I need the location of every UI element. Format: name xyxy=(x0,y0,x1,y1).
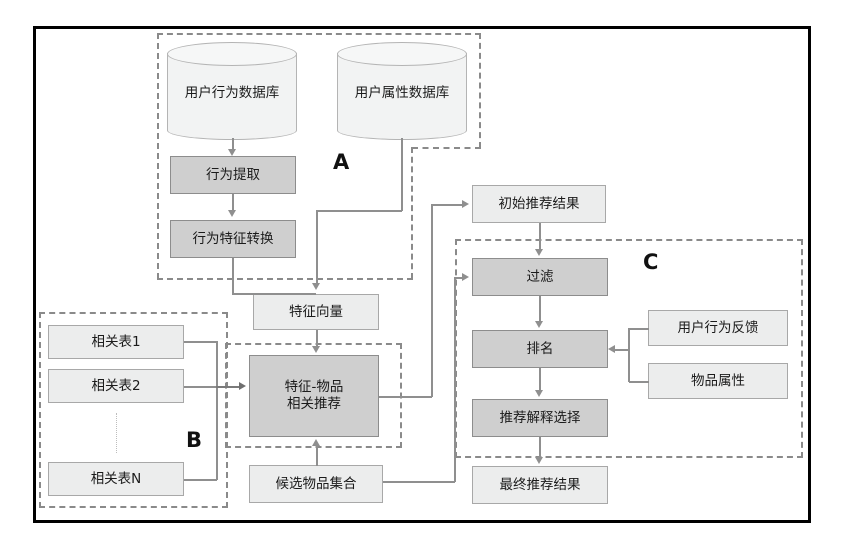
group-a-border-top xyxy=(157,33,481,35)
edge-transform-to-featurevector xyxy=(232,293,316,295)
group-a-border-right-lower xyxy=(411,147,413,279)
group-c-label: C xyxy=(643,250,659,274)
edge-candidate-up-to-filter xyxy=(454,277,456,482)
node-final-recommend-result[interactable]: 最终推荐结果 xyxy=(472,466,608,504)
group-a-border-left xyxy=(157,33,159,279)
arrow-head xyxy=(312,346,320,353)
edge-filter-to-ranking xyxy=(539,296,541,322)
edge-tables-merge-bus xyxy=(216,341,218,480)
arrow-head xyxy=(228,210,236,217)
node-label: 相关表1 xyxy=(91,333,141,350)
node-label: 候选物品集合 xyxy=(275,475,357,492)
node-label: 推荐解释选择 xyxy=(499,409,581,426)
edge-table1-right xyxy=(184,341,217,343)
node-relation-table-n[interactable]: 相关表N xyxy=(48,462,184,496)
group-a-border-bottom xyxy=(157,278,413,280)
node-initial-recommend-result[interactable]: 初始推荐结果 xyxy=(472,185,606,223)
node-relation-table-1[interactable]: 相关表1 xyxy=(48,325,184,359)
edge-extraction-to-transform xyxy=(232,194,234,211)
node-label: 相关表N xyxy=(90,470,142,487)
arrow-head xyxy=(535,390,543,397)
edge-featurevector-to-recommend xyxy=(316,330,318,347)
arrow-head xyxy=(608,345,615,353)
user-attribute-db-label: 用户属性数据库 xyxy=(354,85,450,101)
group-a-border-notch xyxy=(412,147,481,149)
node-label: 行为提取 xyxy=(206,166,260,183)
edge-candidate-right xyxy=(383,481,455,483)
edge-initial-to-filter xyxy=(539,223,541,249)
edge-to-initial-result xyxy=(431,204,463,206)
group-c-region xyxy=(455,239,803,458)
node-behavior-feature-transform[interactable]: 行为特征转换 xyxy=(170,220,296,258)
edge-ranking-to-explanation xyxy=(539,368,541,391)
edge-tablen-right xyxy=(184,479,217,481)
node-label-line1: 特征-物品 xyxy=(284,379,344,396)
node-label: 用户行为反馈 xyxy=(677,319,759,336)
node-label: 物品属性 xyxy=(691,372,745,389)
edge-feedback-merge-bus xyxy=(628,328,630,382)
group-b-label: B xyxy=(186,428,203,452)
node-candidate-item-set[interactable]: 候选物品集合 xyxy=(249,465,383,503)
node-label: 最终推荐结果 xyxy=(499,476,581,493)
node-feature-item-recommend[interactable]: 特征-物品 相关推荐 xyxy=(249,355,379,437)
group-b-region xyxy=(39,312,228,508)
node-ranking[interactable]: 排名 xyxy=(472,330,608,368)
user-attribute-db: 用户属性数据库 xyxy=(337,42,467,140)
edge-candidate-to-recommend xyxy=(316,446,318,466)
edge-table2-right xyxy=(184,386,235,388)
node-label: 初始推荐结果 xyxy=(498,195,580,212)
node-label: 排名 xyxy=(526,340,554,357)
arrow-head xyxy=(535,321,543,328)
node-item-attribute[interactable]: 物品属性 xyxy=(648,363,788,399)
node-label: 特征向量 xyxy=(289,303,343,320)
cylinder-body xyxy=(337,53,467,140)
group-a-border-right-upper xyxy=(479,33,481,148)
feature-item-region xyxy=(225,343,402,448)
diagram-outer-frame xyxy=(33,26,811,523)
group-a-label: A xyxy=(333,150,350,174)
cylinder-body xyxy=(167,53,297,140)
edge-recommend-up xyxy=(431,204,433,397)
ellipsis-dots xyxy=(116,413,117,453)
node-label: 行为特征转换 xyxy=(192,230,274,247)
arrow-head xyxy=(535,249,543,256)
node-feature-vector[interactable]: 特征向量 xyxy=(253,294,379,330)
edge-into-filter-left xyxy=(454,277,463,279)
edge-recommend-right xyxy=(379,396,432,398)
edge-transform-down xyxy=(232,258,234,295)
edge-attributedb-bus xyxy=(316,210,402,212)
user-behavior-db: 用户行为数据库 xyxy=(167,42,297,140)
user-behavior-db-label: 用户行为数据库 xyxy=(184,85,280,101)
node-explanation-selection[interactable]: 推荐解释选择 xyxy=(472,399,608,437)
node-filter[interactable]: 过滤 xyxy=(472,258,608,296)
edge-bus-to-featurevector xyxy=(316,210,318,284)
node-label: 相关表2 xyxy=(91,377,141,394)
cylinder-top xyxy=(167,42,297,66)
node-label-line2: 相关推荐 xyxy=(287,396,341,412)
node-user-behavior-feedback[interactable]: 用户行为反馈 xyxy=(648,310,788,346)
arrow-head xyxy=(228,149,236,156)
node-behavior-extraction[interactable]: 行为提取 xyxy=(170,156,296,194)
node-label: 过滤 xyxy=(526,268,554,285)
edge-feedback-left xyxy=(629,328,649,330)
edge-explanation-to-final xyxy=(539,437,541,458)
arrow-head xyxy=(312,283,320,290)
edge-attributedb-down xyxy=(401,138,403,211)
edge-tables-to-recommend xyxy=(216,386,242,388)
arrow-head xyxy=(462,273,469,281)
edge-itemattr-left xyxy=(629,381,649,383)
node-relation-table-2[interactable]: 相关表2 xyxy=(48,369,184,403)
arrow-head xyxy=(312,439,320,446)
arrow-head xyxy=(462,200,469,208)
edge-merge-into-ranking xyxy=(615,349,629,351)
cylinder-top xyxy=(337,42,467,66)
arrow-head xyxy=(535,457,543,464)
edge-behaviordb-to-extraction xyxy=(232,138,234,150)
arrow-head xyxy=(239,382,246,390)
